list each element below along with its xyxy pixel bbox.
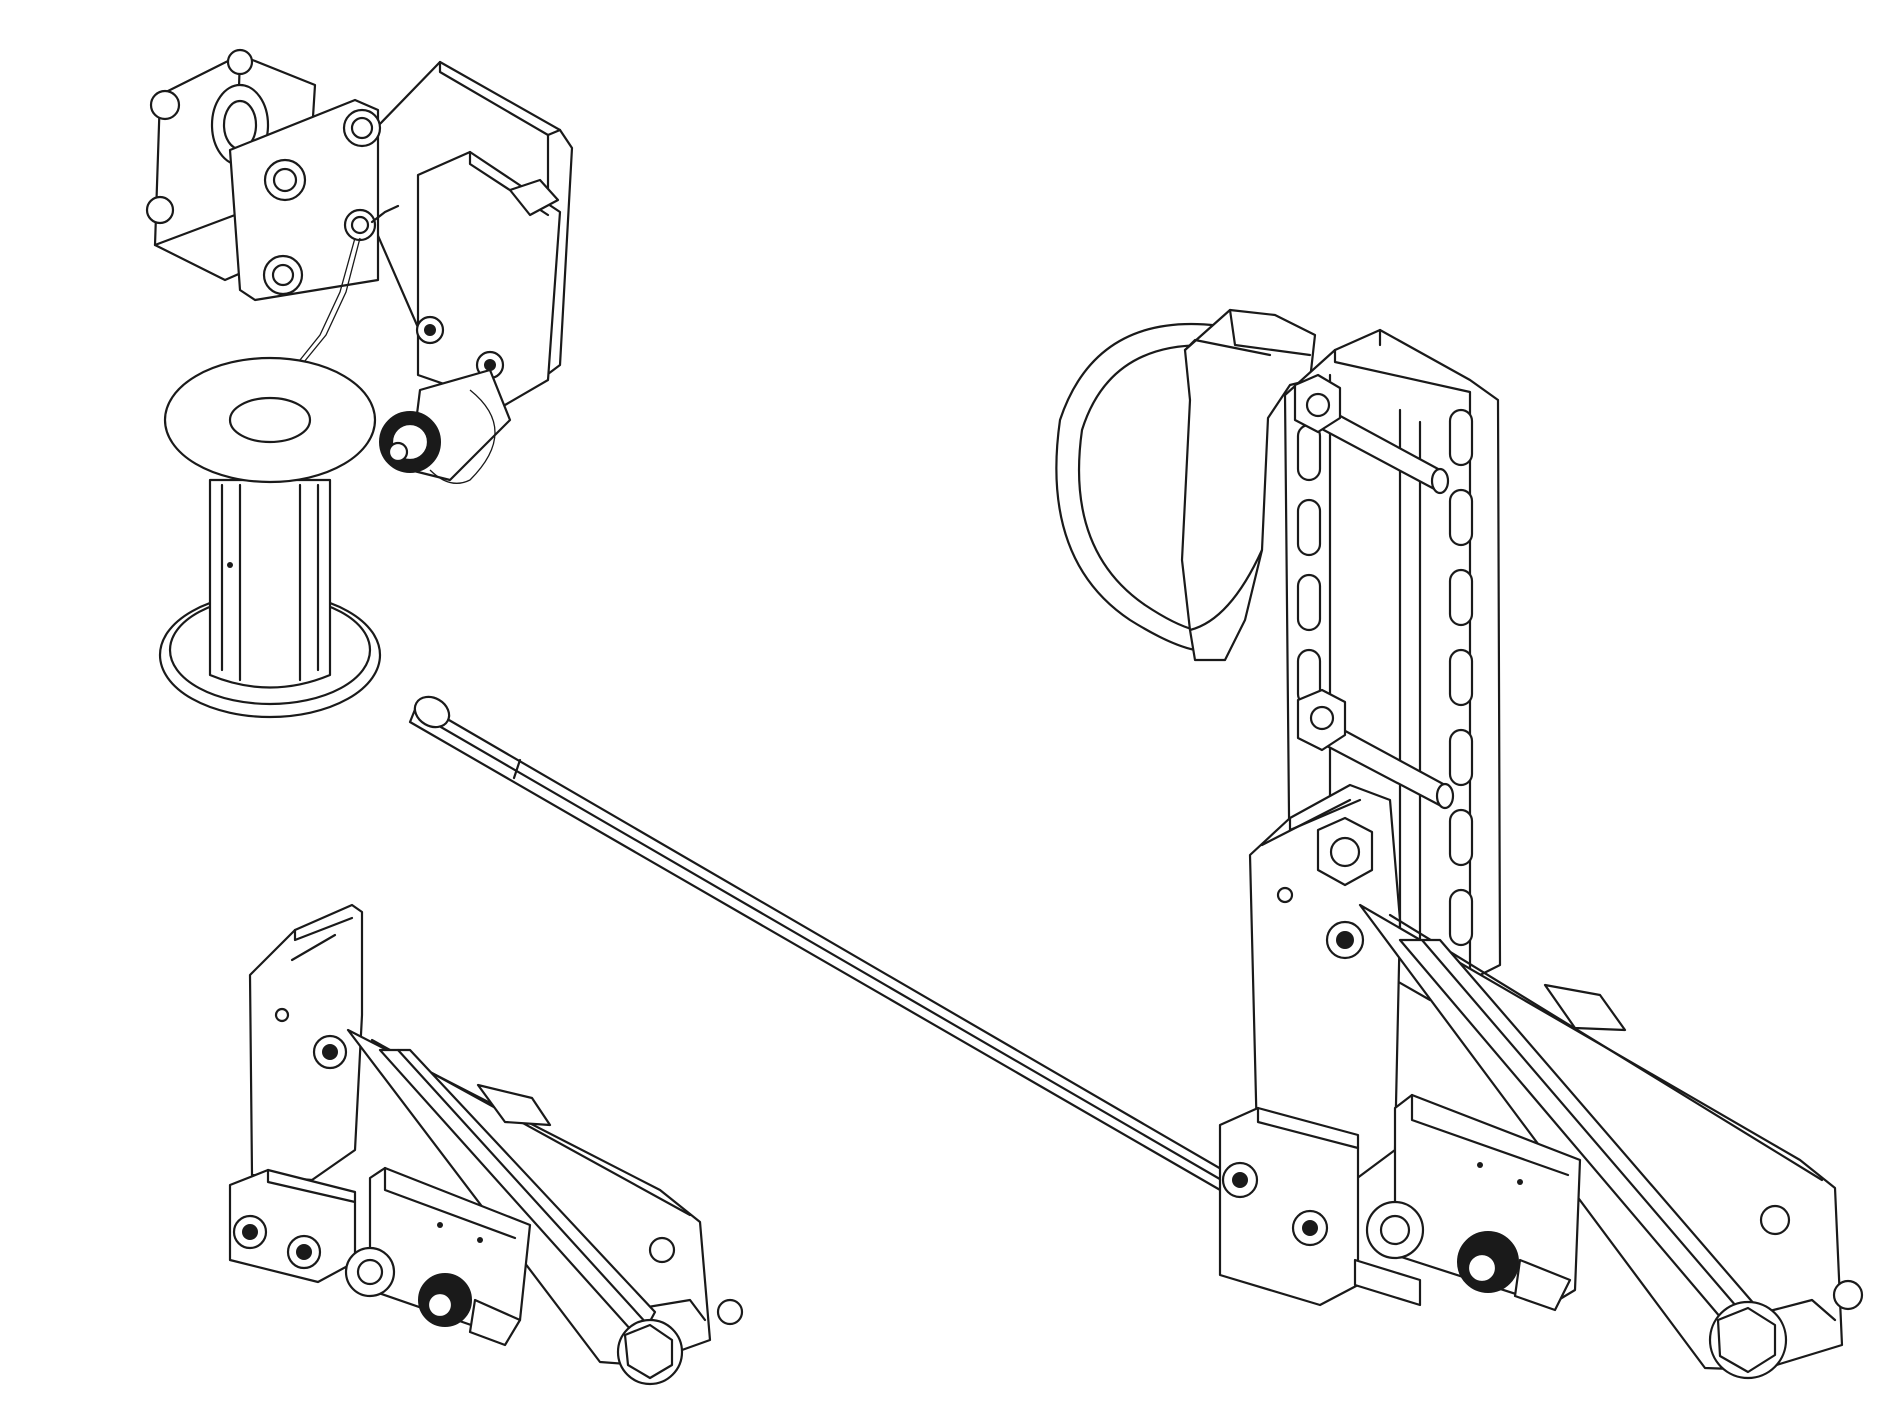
large-jaw-assembly xyxy=(1218,783,1864,1380)
clamp-bracket-assembly xyxy=(145,48,574,484)
spool-stand xyxy=(158,356,382,719)
small-jaw-assembly xyxy=(228,903,744,1386)
